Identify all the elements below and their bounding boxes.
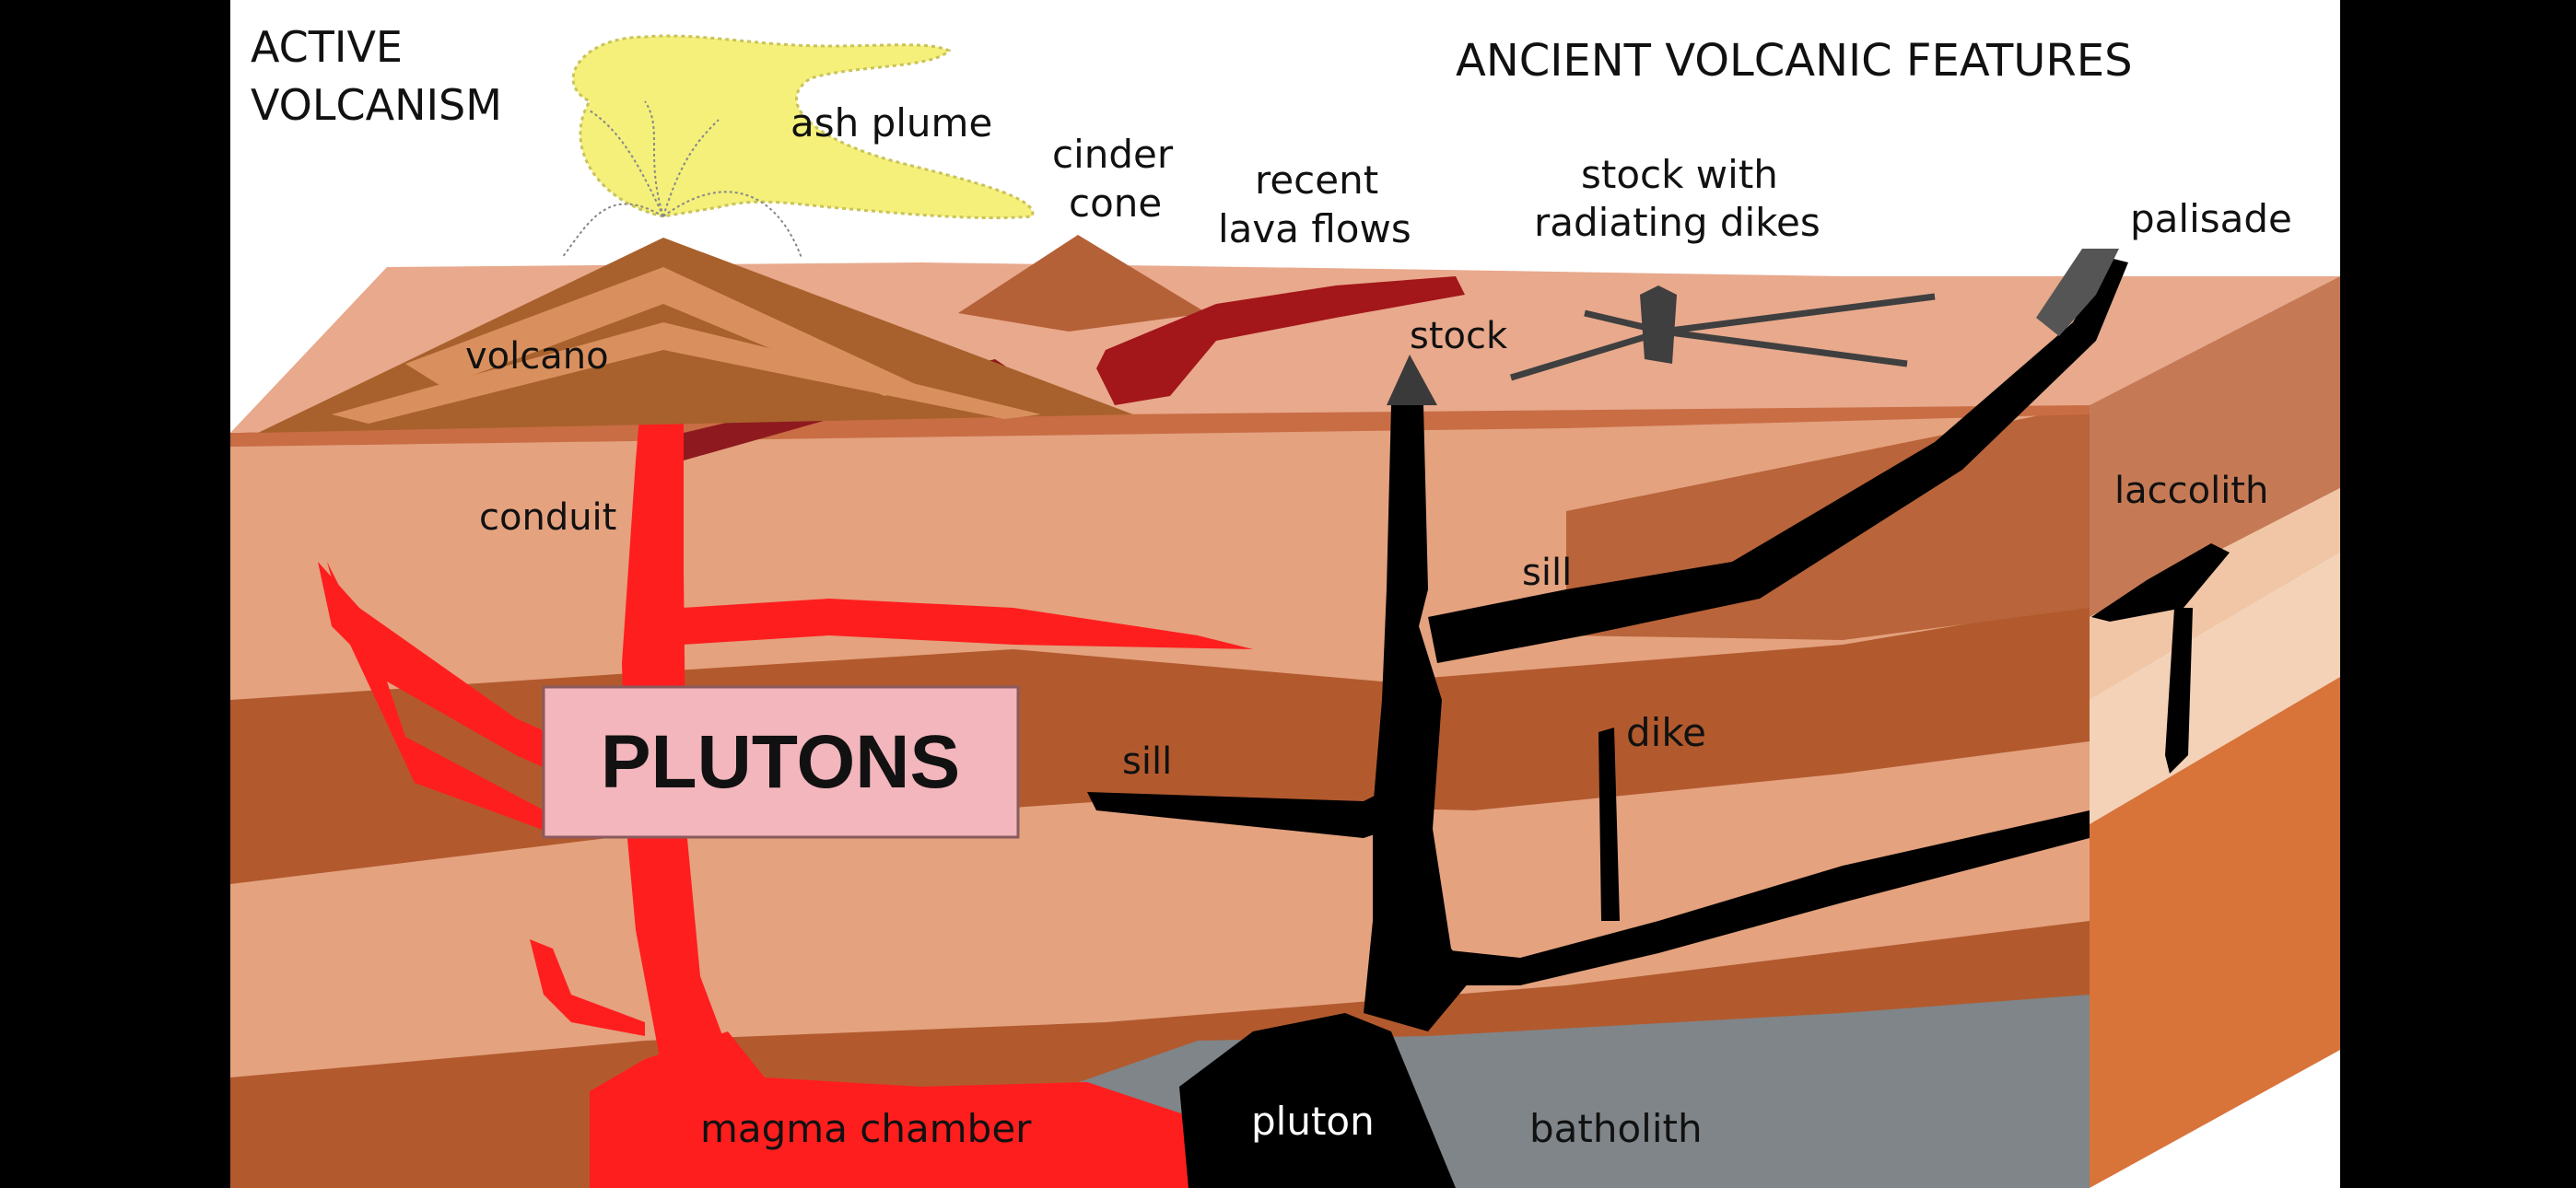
right-black-margin [2340,0,2576,1188]
heading-active-line2: VOLCANISM [251,80,502,130]
red-branch-lower-left [327,562,571,833]
ash-strand-4 [662,191,802,259]
label-stock: stock [1410,315,1508,357]
label-stock-dikes-line2: radiating dikes [1534,200,1821,245]
upper-sill-to-palisade [1428,258,2128,663]
lower-branch [1433,810,2090,985]
stock-top [1387,355,1437,405]
label-batholith: batholith [1529,1106,1703,1151]
pluton-body [1179,1013,1456,1188]
plutons-banner [542,685,1020,839]
cinder-cone [958,235,1207,332]
ash-strand-1 [589,110,664,217]
red-branch-upper-left [318,562,599,792]
ash-strand-3 [662,119,720,217]
radiating-dike-2 [1662,328,1908,367]
radiating-dike-1 [1662,293,1936,335]
volcano-stripe-2 [332,322,1041,424]
red-small-branch [530,939,645,1036]
ash-plume [571,34,1035,220]
label-recent-line2: lava flows [1218,206,1411,251]
side-light-2 [2090,553,2340,824]
side-top [2090,276,2340,617]
side-light [2090,488,2340,700]
label-volcano: volcano [465,335,609,378]
stock-with-radiating-dikes [1640,285,1677,364]
conduit [622,249,728,1077]
label-pluton: pluton [1251,1099,1375,1144]
label-sill-upper: sill [1522,552,1572,594]
heading-ancient-features: ANCIENT VOLCANIC FEATURES [1456,35,2133,87]
label-ash-plume: ash plume [790,100,992,146]
label-dike: dike [1626,710,1706,755]
laccolith [2091,543,2230,622]
label-cinder-line1: cinder [1052,132,1174,177]
ash-strand-2 [644,100,664,217]
red-sill-branch [682,599,1253,649]
magma-chamber [590,1031,1198,1188]
black-intrusions [1087,258,2230,1188]
palisade [2036,249,2119,336]
label-cinder-line2: cone [1069,181,1162,226]
radiating-dike-3 [1509,328,1665,381]
label-conduit: conduit [479,496,616,539]
label-laccolith: laccolith [2114,470,2268,512]
side-orange [2090,677,2340,1188]
label-sill-lower: sill [1122,740,1172,783]
dike-intrusion [1598,728,1620,921]
label-palisade: palisade [2130,196,2292,241]
right-side-face [2090,276,2340,1188]
label-recent-line1: recent [1255,157,1378,203]
ash-strand-5 [561,203,664,259]
stock-feeder [1364,405,1474,1031]
label-stock-dikes-line1: stock with [1581,152,1778,197]
radiating-dike-4 [1584,309,1664,335]
radiating-dikes [1509,293,1936,381]
plutons-banner-text: PLUTONS [601,720,960,804]
label-magma-chamber: magma chamber [700,1106,1032,1151]
lower-sill [1087,783,1405,838]
recent-lava-flow [1096,276,1465,405]
left-black-margin [0,0,230,1188]
ash-fall-strands [561,100,802,259]
heading-active-line1: ACTIVE [251,22,403,72]
laccolith-feeder [2165,608,2193,774]
